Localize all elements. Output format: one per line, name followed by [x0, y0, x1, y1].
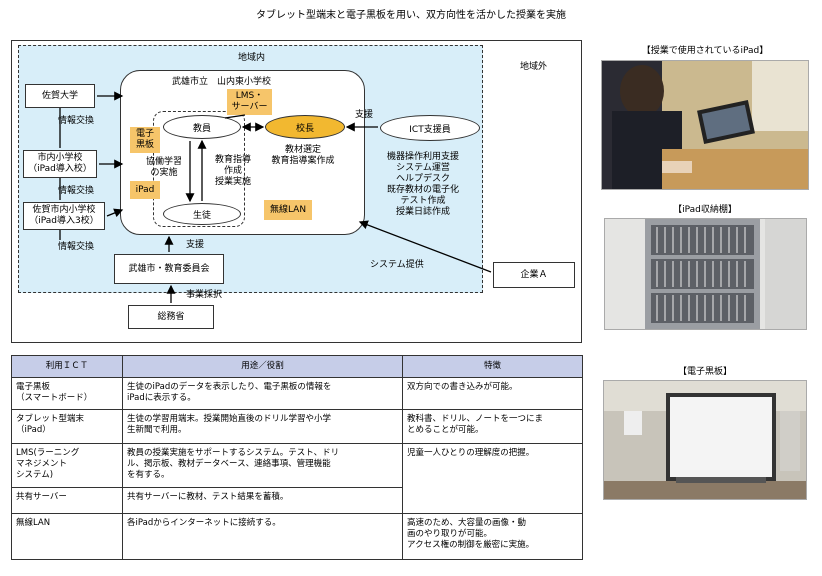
table-cell-use: 教員の授業実施をサポートするシステム。テスト、ドリ ル、掲示板、教材データベース… [122, 443, 403, 488]
table-cell-ict: 電子黒板 （スマートボード） [11, 377, 123, 410]
company-school-arrow [358, 220, 492, 273]
info-exchange-2: 情報交換 [58, 186, 95, 196]
table-header-cell: 特徴 [402, 355, 583, 378]
collab-label: 協働学習 の実施 [145, 157, 182, 178]
ewhiteboard-box: 電子 黒板 [130, 127, 160, 153]
principal-node: 校長 [265, 115, 345, 139]
table-cell-feature: 高速のため、大容量の画像・動 画のやり取りが可能。 アクセス権の制御を厳密に実施… [402, 513, 583, 560]
table-cell-use: 共有サーバーに教材、テスト結果を蓄積。 [122, 487, 403, 514]
teacher-node: 教員 [163, 115, 241, 139]
table-cell-feature: 児童一人ひとりの理解度の把握。 [402, 443, 583, 514]
region-inside-label: 地域内 [238, 53, 266, 63]
table-cell-use: 生徒のiPadのデータを表示したり、電子黒板の情報を iPadに表示する。 [122, 377, 403, 410]
table-header-row: 利用ＩＣＴ 用途／役割 特徴 [11, 355, 583, 378]
table-cell-ict: タブレット型端末 （iPad） [11, 409, 123, 444]
student-label: 生徒 [192, 210, 211, 221]
whiteboard-photo [603, 380, 807, 500]
table-header-cell: 利用ＩＣＴ [11, 355, 123, 378]
school-name: 武雄市立 山内東小学校 [172, 77, 272, 87]
city-schools-box: 市内小学校 （iPad導入校） [23, 150, 97, 178]
system-provision-label: システム提供 [370, 260, 424, 270]
ict-support-label: ICT支援員 [409, 124, 451, 135]
table-header-cell: 用途／役割 [122, 355, 403, 378]
diagram-frame [11, 40, 582, 343]
classroom-dashed-box [153, 111, 245, 227]
ipad-photo-caption: 【授業で使用されているiPad】 [641, 46, 769, 56]
principal-label: 校長 [295, 123, 314, 134]
ipad-photo-image [602, 61, 808, 189]
table-cell-ict: LMS(ラーニング マネジメント システム) [11, 443, 123, 488]
board-of-ed-label: 武雄市・教育委員会 [128, 263, 210, 274]
student-node: 生徒 [163, 203, 241, 225]
table-cell-ict: 無線LAN [11, 513, 123, 560]
materials-label: 教材選定 教育指導案作成 [271, 145, 335, 166]
support-label-ict: 支援 [355, 110, 374, 120]
company-box: 企業Ａ [493, 262, 575, 288]
info-exchange-3: 情報交換 [58, 242, 95, 252]
storage-photo-image [605, 219, 806, 329]
ict-tasks: 機器操作利用支援 システム運営 ヘルプデスク 既存教材の電子化 テスト作成 授業… [386, 152, 459, 217]
storage-photo [604, 218, 807, 330]
wireless-lan-box: 無線LAN [264, 200, 312, 220]
teacher-label: 教員 [192, 123, 211, 134]
company-label: 企業Ａ [520, 269, 548, 280]
ict-support-node: ICT支援員 [380, 115, 480, 141]
teaching-label: 教育指導 作成 授業実施 [214, 155, 251, 187]
table-cell-feature: 教科書、ドリル、ノートを一つにま とめることが可能。 [402, 409, 583, 444]
saga-city-schools-box: 佐賀市内小学校 （iPad導入3校） [23, 202, 105, 230]
table-row: 無線LAN 各iPadからインターネットに接続する。 高速のため、大容量の画像・… [11, 513, 583, 560]
page-title: タブレット型端末と電子黒板を用い、双方向性を活かした授業を実施 [256, 10, 566, 21]
board-of-ed-box: 武雄市・教育委員会 [114, 254, 224, 284]
info-exchange-1: 情報交換 [58, 116, 95, 126]
saga-univ-label: 佐賀大学 [41, 90, 78, 101]
ipad-box: iPad [130, 181, 160, 199]
support-label-boe: 支援 [186, 240, 205, 250]
saga-univ-box: 佐賀大学 [25, 84, 95, 108]
ipad-photo [601, 60, 809, 190]
saga-school-arrow [106, 208, 124, 218]
ict-table: 利用ＩＣＴ 用途／役割 特徴 電子黒板 （スマートボード） 生徒のiPadのデー… [11, 355, 583, 560]
lms-teacher-line [224, 114, 246, 119]
region-outside-label: 地域外 [520, 62, 548, 72]
ministry-label: 総務省 [157, 311, 185, 322]
table-row: タブレット型端末 （iPad） 生徒の学習用端末。授業開始直後のドリル学習や小学… [11, 409, 583, 444]
whiteboard-photo-image [604, 381, 806, 499]
table-cell-use: 生徒の学習用端末。授業開始直後のドリル学習や小学 生新聞で利用。 [122, 409, 403, 444]
table-row: LMS(ラーニング マネジメント システム) 教員の授業実施をサポートするシステ… [11, 443, 583, 514]
whiteboard-photo-caption: 【電子黒板】 [677, 367, 732, 377]
storage-photo-caption: 【iPad収納棚】 [673, 205, 737, 215]
table-cell-use: 各iPadからインターネットに接続する。 [122, 513, 403, 560]
table-cell-ict: 共有サーバー [11, 487, 123, 514]
table-cell-feature: 双方向での書き込みが可能。 [402, 377, 583, 410]
adoption-label: 事業採択 [186, 290, 223, 300]
ministry-box: 総務省 [128, 305, 214, 329]
lms-server-box: LMS・ サーバー [227, 89, 272, 115]
table-row: 電子黒板 （スマートボード） 生徒のiPadのデータを表示したり、電子黒板の情報… [11, 377, 583, 410]
